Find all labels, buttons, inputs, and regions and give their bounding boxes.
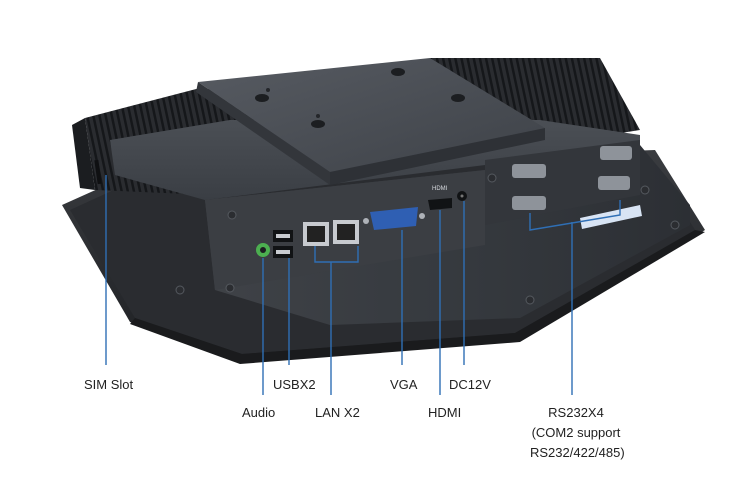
hdmi-port: HDMI [428, 186, 452, 210]
label-rs232-line2: (COM2 support [531, 425, 621, 440]
hdmi-port-marking: HDMI [432, 186, 448, 192]
label-rs232: RS232X4 (COM2 support RS232/422/485) [530, 404, 625, 462]
label-lan: LAN X2 [315, 405, 360, 420]
label-audio: Audio [242, 405, 276, 420]
label-vga: VGA [390, 377, 418, 392]
mount-hole [255, 94, 269, 102]
usb-ports [273, 230, 293, 258]
dc-jack [457, 191, 467, 201]
leader-rs232-bracket [529, 200, 621, 231]
mount-hole [391, 68, 405, 76]
label-dc12v: DC12V [449, 377, 491, 392]
label-sim-slot: SIM Slot [84, 377, 134, 392]
vesa-mounting-plate [196, 58, 545, 185]
leader-lines [105, 175, 621, 395]
mount-hole [311, 120, 325, 128]
mount-hole [451, 94, 465, 102]
lan-ports [303, 220, 359, 246]
sim-slot [94, 159, 102, 185]
audio-jack [256, 243, 270, 257]
label-rs232-line1: RS232X4 [548, 405, 604, 420]
leader-lan-bracket [314, 246, 359, 263]
label-usb: USBX2 [273, 377, 316, 392]
vga-port [363, 207, 425, 230]
screws [175, 173, 680, 305]
label-rs232-line3: RS232/422/485) [530, 445, 625, 460]
com-ports [512, 146, 632, 210]
label-hdmi: HDMI [428, 405, 462, 420]
